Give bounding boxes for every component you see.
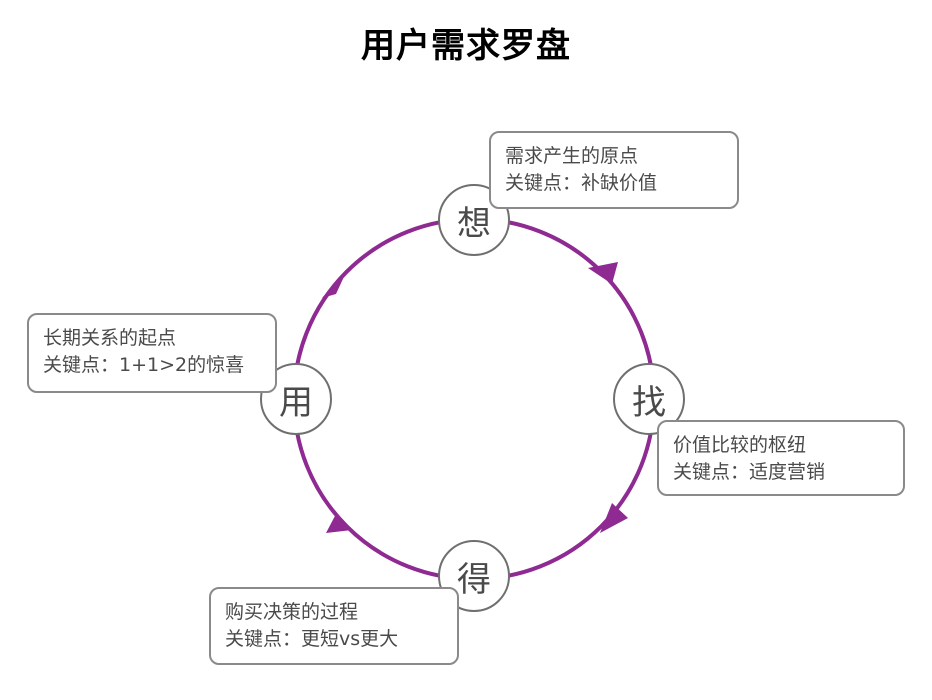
diagram-title: 用户需求罗盘	[361, 26, 571, 66]
arrow-bottom-left	[326, 514, 352, 533]
note-left-line1: 长期关系的起点	[43, 327, 177, 349]
node-search: 找	[613, 363, 685, 435]
note-top-line2: 关键点：补缺价值	[505, 172, 658, 194]
note-left-line2: 关键点：1+1>2的惊喜	[43, 354, 245, 376]
note-bottom: 购买决策的过程 关键点：更短vs更大	[209, 587, 459, 665]
node-think: 想	[438, 184, 510, 256]
note-right: 价值比较的枢纽 关键点：适度营销	[657, 420, 905, 496]
note-top-line1: 需求产生的原点	[505, 145, 639, 167]
arrow-top-left	[322, 268, 348, 298]
note-left: 长期关系的起点 关键点：1+1>2的惊喜	[27, 313, 277, 393]
note-right-line2: 关键点：适度营销	[673, 461, 826, 483]
node-obtain: 得	[438, 540, 510, 612]
note-right-line1: 价值比较的枢纽	[673, 434, 807, 456]
note-top: 需求产生的原点 关键点：补缺价值	[489, 131, 739, 209]
arrow-bottom-right	[600, 503, 628, 533]
note-bottom-line1: 购买决策的过程	[225, 601, 359, 623]
arrow-top-right	[588, 262, 618, 284]
note-bottom-line2: 关键点：更短vs更大	[225, 628, 399, 650]
